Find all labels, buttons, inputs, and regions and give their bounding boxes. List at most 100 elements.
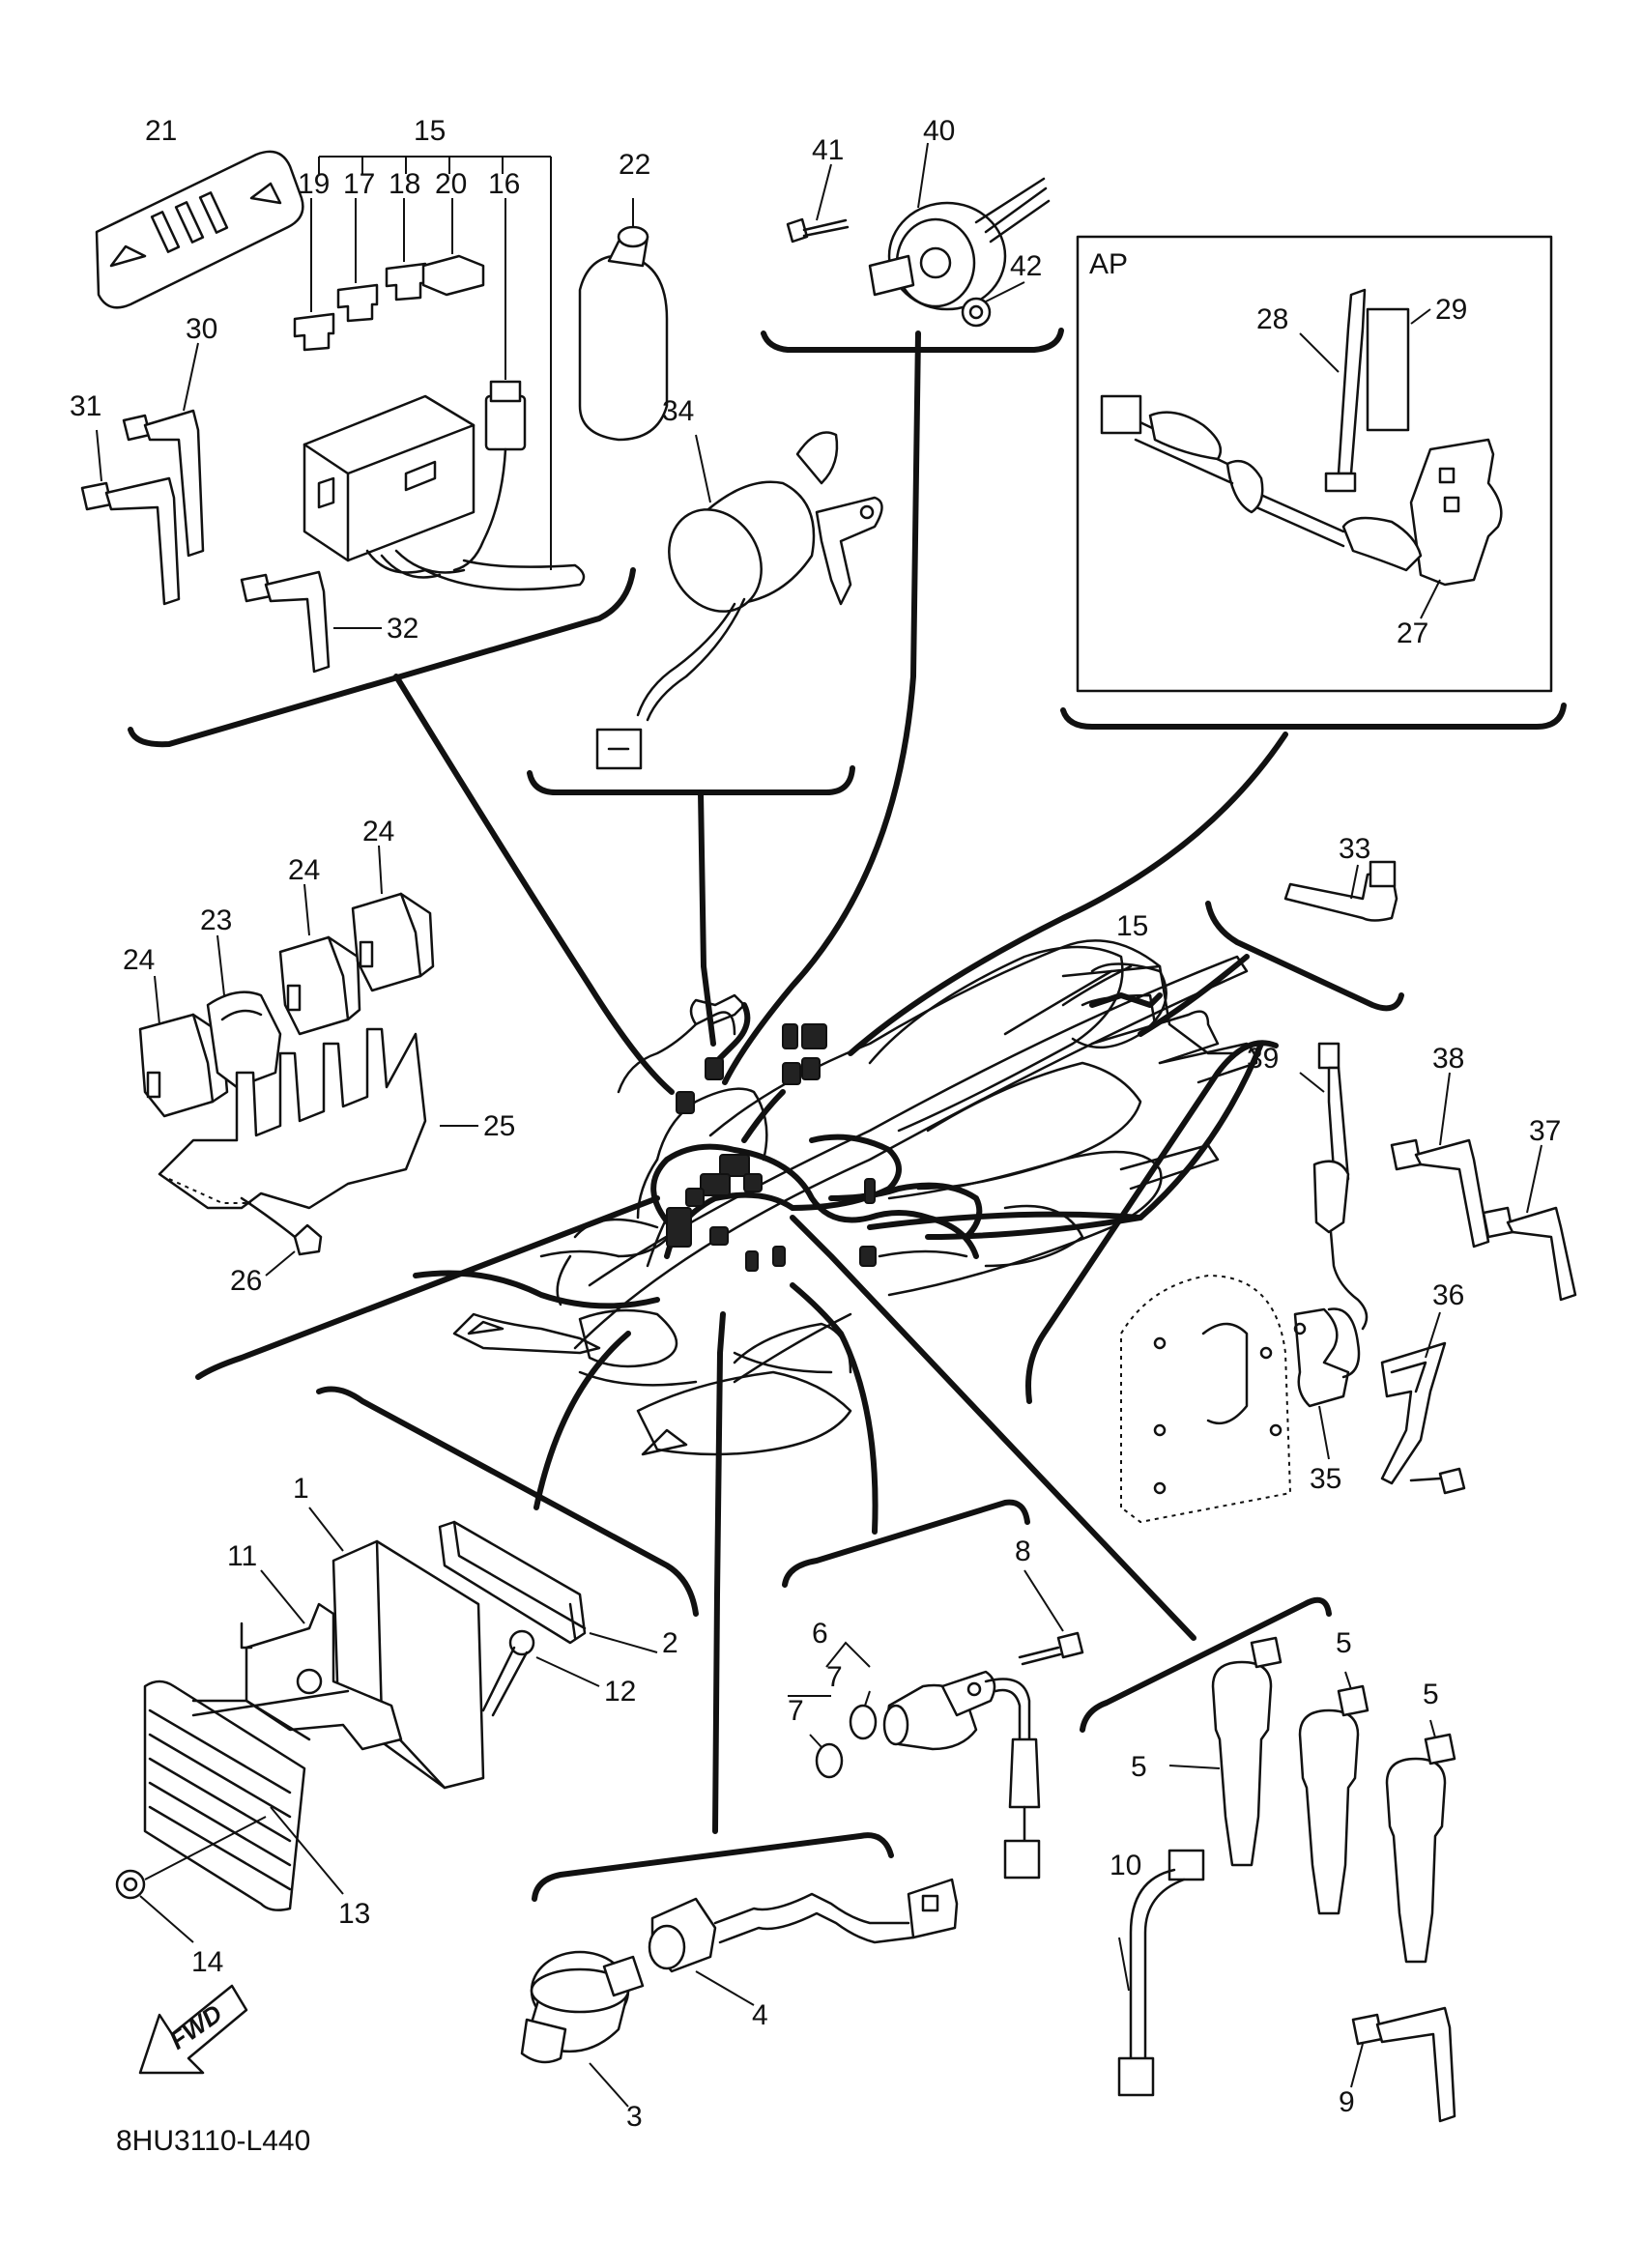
part-33-cable-tie[interactable] [1283,860,1398,922]
harness-connector-b [705,1057,724,1080]
harness-connector-p [782,1023,798,1049]
part-8-bolt[interactable] [1018,1569,1084,1666]
label-33: 33 [1339,833,1370,865]
ap-label: AP [1089,248,1128,280]
part-29-label[interactable] [1366,307,1431,432]
label-28: 28 [1256,303,1288,335]
group-ap-box [1060,235,1567,730]
label-37: 37 [1529,1115,1561,1147]
part-26-bolt[interactable] [240,1196,323,1277]
leader-curves [393,330,1288,1834]
part-11-bracket[interactable] [240,1569,403,1751]
part-19-fuse[interactable] [293,198,335,352]
label-19: 19 [298,168,330,200]
part-13-rectifier[interactable] [143,1679,350,1911]
label-15-center: 15 [1116,910,1148,942]
label-39: 39 [1247,1043,1279,1075]
part-32-cable-tie[interactable] [240,570,382,674]
part-7-o-ring-a[interactable] [849,1690,878,1740]
part-5-plug-cap-a[interactable] [1168,1636,1283,1867]
label-41: 41 [812,134,844,166]
part-24-relay-a[interactable] [138,975,229,1118]
part-38-cable-tie[interactable] [1390,1072,1490,1249]
label-7-b: 7 [788,1695,804,1727]
group-pickup [782,1499,1084,1880]
part-24-relay-c[interactable] [351,845,435,992]
label-22: 22 [619,149,650,181]
harness-connector-k [864,1178,876,1204]
label-25: 25 [483,1110,515,1142]
part-7-o-ring-b[interactable] [809,1734,844,1779]
harness-connector-e [719,1154,750,1177]
part-41-bolt[interactable] [786,163,850,244]
harness-connector-o [801,1023,827,1049]
label-32: 32 [387,613,418,645]
part-28-cable-tie[interactable] [1299,288,1367,493]
label-5-b: 5 [1336,1627,1352,1659]
part-6-pickup-coil[interactable] [882,1670,1041,1880]
label-7-a: 7 [826,1661,843,1693]
harness-connector-f [700,1173,731,1196]
group-sensor [520,1832,959,2108]
label-38: 38 [1432,1043,1464,1075]
label-17: 17 [343,168,375,200]
group-pulser [1025,1040,1577,1524]
part-16-connector[interactable] [452,198,527,572]
label-9: 9 [1339,2086,1355,2118]
part-5-plug-cap-c[interactable] [1385,1719,1456,1964]
part-25-relay-bracket[interactable] [158,1027,478,1210]
harness-connector-g [666,1207,692,1248]
label-2: 2 [662,1627,678,1659]
part-23-relay[interactable] [206,934,282,1089]
label-21: 21 [145,115,177,147]
part-31-cable-tie[interactable] [80,429,181,606]
part-20-fuse[interactable] [421,198,485,297]
part-10-lead-wire[interactable] [1117,1849,1205,2097]
part-36-clamp[interactable] [1380,1311,1466,1495]
watercraft-hull [452,939,1258,1456]
label-3: 3 [626,2101,643,2133]
label-11: 11 [227,1540,257,1572]
part-24-relay-b[interactable] [278,883,361,1036]
part-30-cable-tie[interactable] [122,342,205,558]
part-18-fuse[interactable] [385,198,427,301]
harness-connector-j [743,1173,763,1192]
label-12: 12 [604,1676,636,1708]
label-40: 40 [923,115,955,147]
fwd-arrow: FWD [138,1984,248,2075]
part-number-labels: AP 8HU3110-L440 21 15 19 17 18 20 16 22 … [70,115,1561,2157]
part-9-cable-tie[interactable] [1350,2006,1456,2123]
part-34-main-switch[interactable] [595,431,883,770]
part-21-fuse-cover[interactable] [95,150,304,309]
part-37-cable-tie[interactable] [1482,1144,1577,1302]
harness-connector-i [685,1188,705,1207]
label-36: 36 [1432,1279,1464,1311]
group-33 [1205,860,1404,1012]
part-17-fuse[interactable] [336,198,379,323]
part-3-switch[interactable] [520,1950,645,2108]
part-2-band[interactable] [438,1520,658,1653]
part-35-bracket-plate[interactable] [1120,1274,1361,1524]
diagram-code: 8HU3110-L440 [116,2125,310,2157]
fuse-box-body[interactable] [303,394,586,591]
part-27-speed-sensor[interactable] [1100,394,1503,619]
part-4-lead[interactable] [648,1878,959,2006]
part-40-buzzer[interactable] [868,177,1051,311]
part-12-bolt[interactable] [481,1629,600,1717]
label-1: 1 [293,1473,309,1505]
label-23: 23 [200,904,232,936]
label-14: 14 [191,1946,223,1978]
part-5-plug-cap-b[interactable] [1298,1671,1369,1915]
part-42-nut[interactable] [961,281,1025,328]
group-cdi [115,1386,699,1943]
part-22-condenser[interactable] [578,198,669,442]
part-14-nut[interactable] [115,1816,267,1943]
harness-connector-m [772,1246,786,1267]
label-24-c: 24 [362,816,394,847]
label-18: 18 [389,168,420,200]
label-29: 29 [1435,294,1467,326]
label-10: 10 [1110,1850,1141,1881]
part-39-cable-tie[interactable] [1299,1042,1369,1331]
label-6: 6 [812,1618,828,1650]
